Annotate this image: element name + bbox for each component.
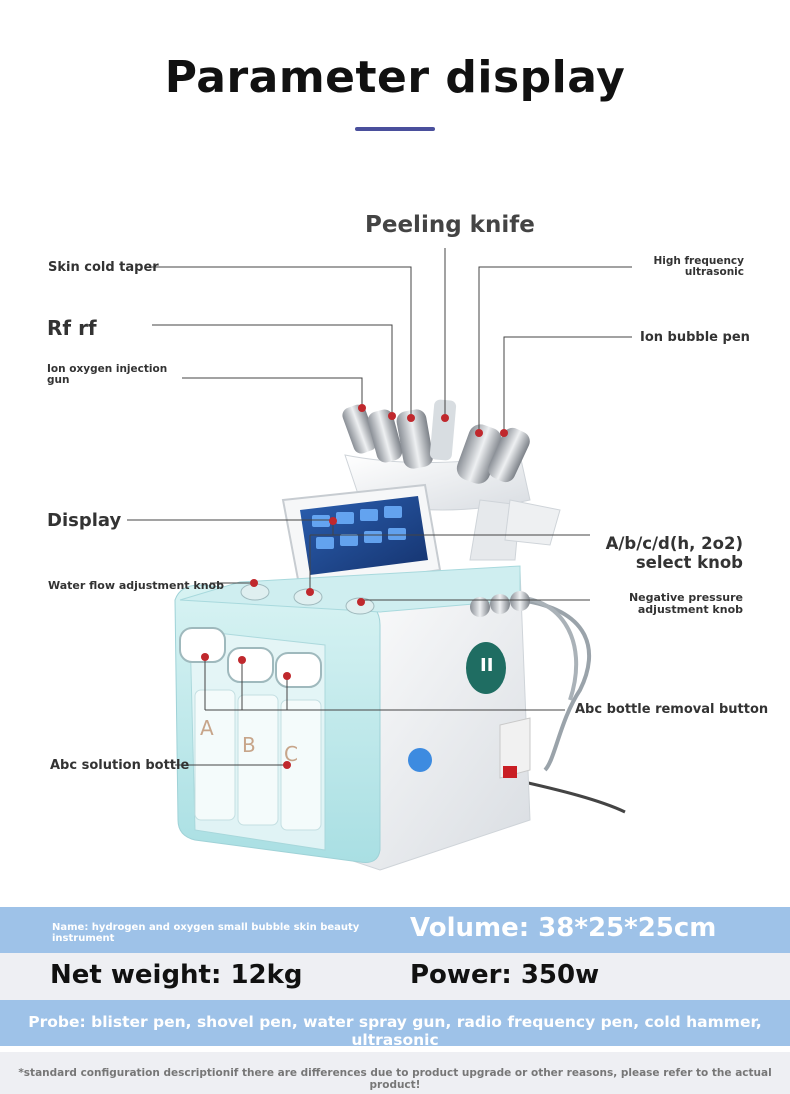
knobs [240,583,530,617]
device-illustration [127,248,632,871]
label-ion-oxygen-line1: Ion oxygen injection [47,363,168,375]
callout-lines [127,248,632,766]
label-negative-pressure-line2: adjustment knob [637,603,743,616]
power-switch [503,766,517,778]
touch-screen [281,483,442,592]
label-negative-pressure-line1: Negative pressure [628,591,743,604]
label-solution-bottle: Abc solution bottle [50,758,190,773]
label-rf: Rf rf [47,316,97,340]
callout-dots [201,404,508,769]
handpiece-cable [519,598,592,772]
bottle-letter-b: B [242,733,256,757]
power-cable [514,778,626,814]
label-select-knob-line1: A/b/c/d(h, 2o2) [605,534,743,553]
spec-name: Name: hydrogen and oxygen small bubble s… [52,922,360,944]
spec-power: Power: 350w [410,960,600,990]
label-select-knob: A/b/c/d(h, 2o2) select knob [560,534,743,572]
badge-emblem [466,642,506,694]
label-high-frequency-line1: High frequency [653,255,744,267]
spec-net-weight: Net weight: 12kg [50,960,303,990]
spec-probe: Probe: blister pen, shovel pen, water sp… [28,1013,762,1049]
solution-bottles [194,689,322,831]
footnote-band [0,1052,790,1094]
label-peeling-knife: Peeling knife [365,212,535,238]
label-high-frequency-line2: ultrasonic [684,266,744,278]
spec-band-weight-power [0,953,790,1000]
o2-logo [408,748,432,772]
label-ion-oxygen-line2: gun [47,374,70,386]
holder-arm [469,499,521,561]
bottle-letter-c: C [284,742,298,766]
page-title: Parameter display [164,52,626,103]
label-ion-oxygen: Ion oxygen injection gun [47,364,167,386]
badge-text: II [480,655,494,676]
handpieces [342,399,530,484]
label-high-frequency: High frequency ultrasonic [636,256,744,278]
spec-band-probe [0,1000,790,1046]
label-select-knob-line2: select knob [635,553,743,572]
label-skin-cold-taper: Skin cold taper [48,260,159,275]
label-water-flow-knob: Water flow adjustment knob [48,579,224,592]
spec-volume: Volume: 38*25*25cm [410,913,717,943]
title-underline [355,127,435,131]
label-ion-bubble-pen: Ion bubble pen [640,330,750,345]
footnote: *standard configuration descriptionif th… [18,1067,772,1091]
spec-band-name-volume [0,907,790,953]
label-negative-pressure: Negative pressure adjustment knob [610,592,743,616]
label-bottle-removal: Abc bottle removal button [575,702,769,717]
bottle-letter-a: A [200,716,214,740]
label-display: Display [47,510,122,531]
